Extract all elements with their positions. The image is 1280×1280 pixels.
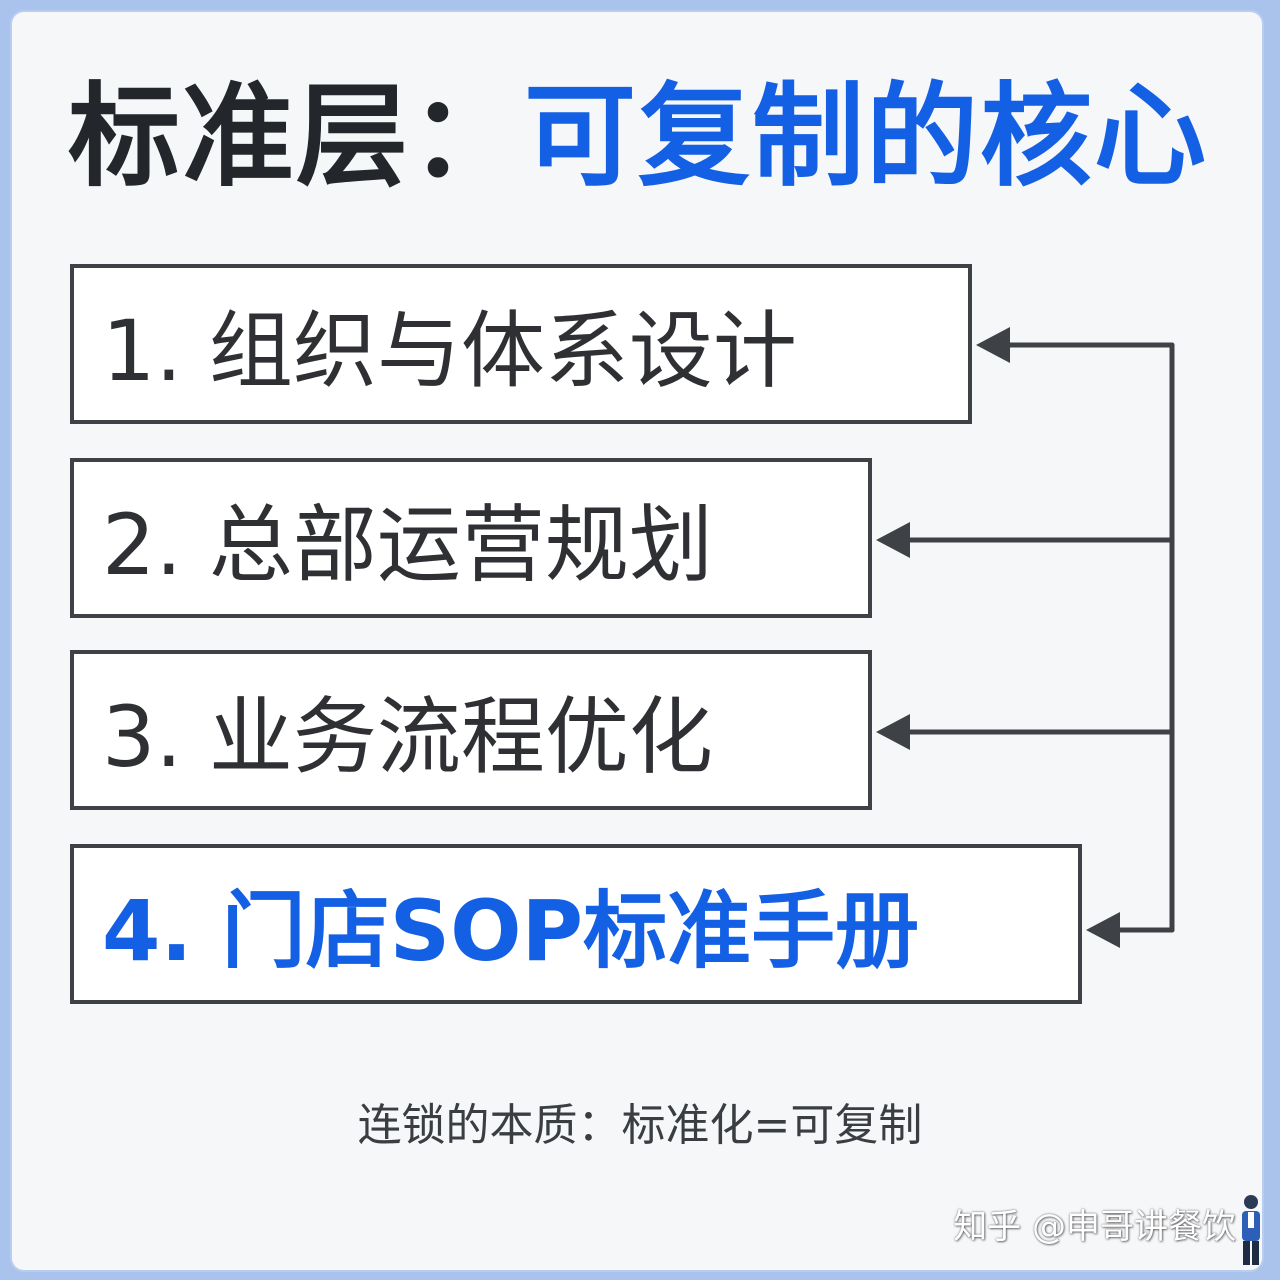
arrow-head-3 [876, 714, 910, 750]
title-highlight: 可复制的核心 [524, 72, 1208, 202]
arrow-head-2 [876, 522, 910, 558]
step-box-1: 1. 组织与体系设计 [70, 264, 972, 424]
step-box-2: 2. 总部运营规划 [70, 458, 872, 618]
step-box-3: 3. 业务流程优化 [70, 650, 872, 810]
title-prefix: 标准层： [68, 72, 524, 202]
page-title: 标准层：可复制的核心 [68, 62, 1208, 212]
card [10, 10, 1264, 1272]
step-label-4: 4. 门店SOP标准手册 [102, 881, 920, 980]
step-label-2: 2. 总部运营规划 [102, 495, 713, 594]
step-label-1: 1. 组织与体系设计 [102, 301, 797, 400]
footer-caption: 连锁的本质：标准化=可复制 [357, 1100, 923, 1151]
arrow-head-4 [1086, 912, 1120, 948]
avatar-figure-icon [1242, 1195, 1260, 1265]
arrow-head-1 [976, 327, 1010, 363]
watermark: 知乎 @申哥讲餐饮 [953, 1207, 1236, 1247]
step-box-4: 4. 门店SOP标准手册 [70, 844, 1082, 1004]
step-label-3: 3. 业务流程优化 [102, 687, 713, 786]
